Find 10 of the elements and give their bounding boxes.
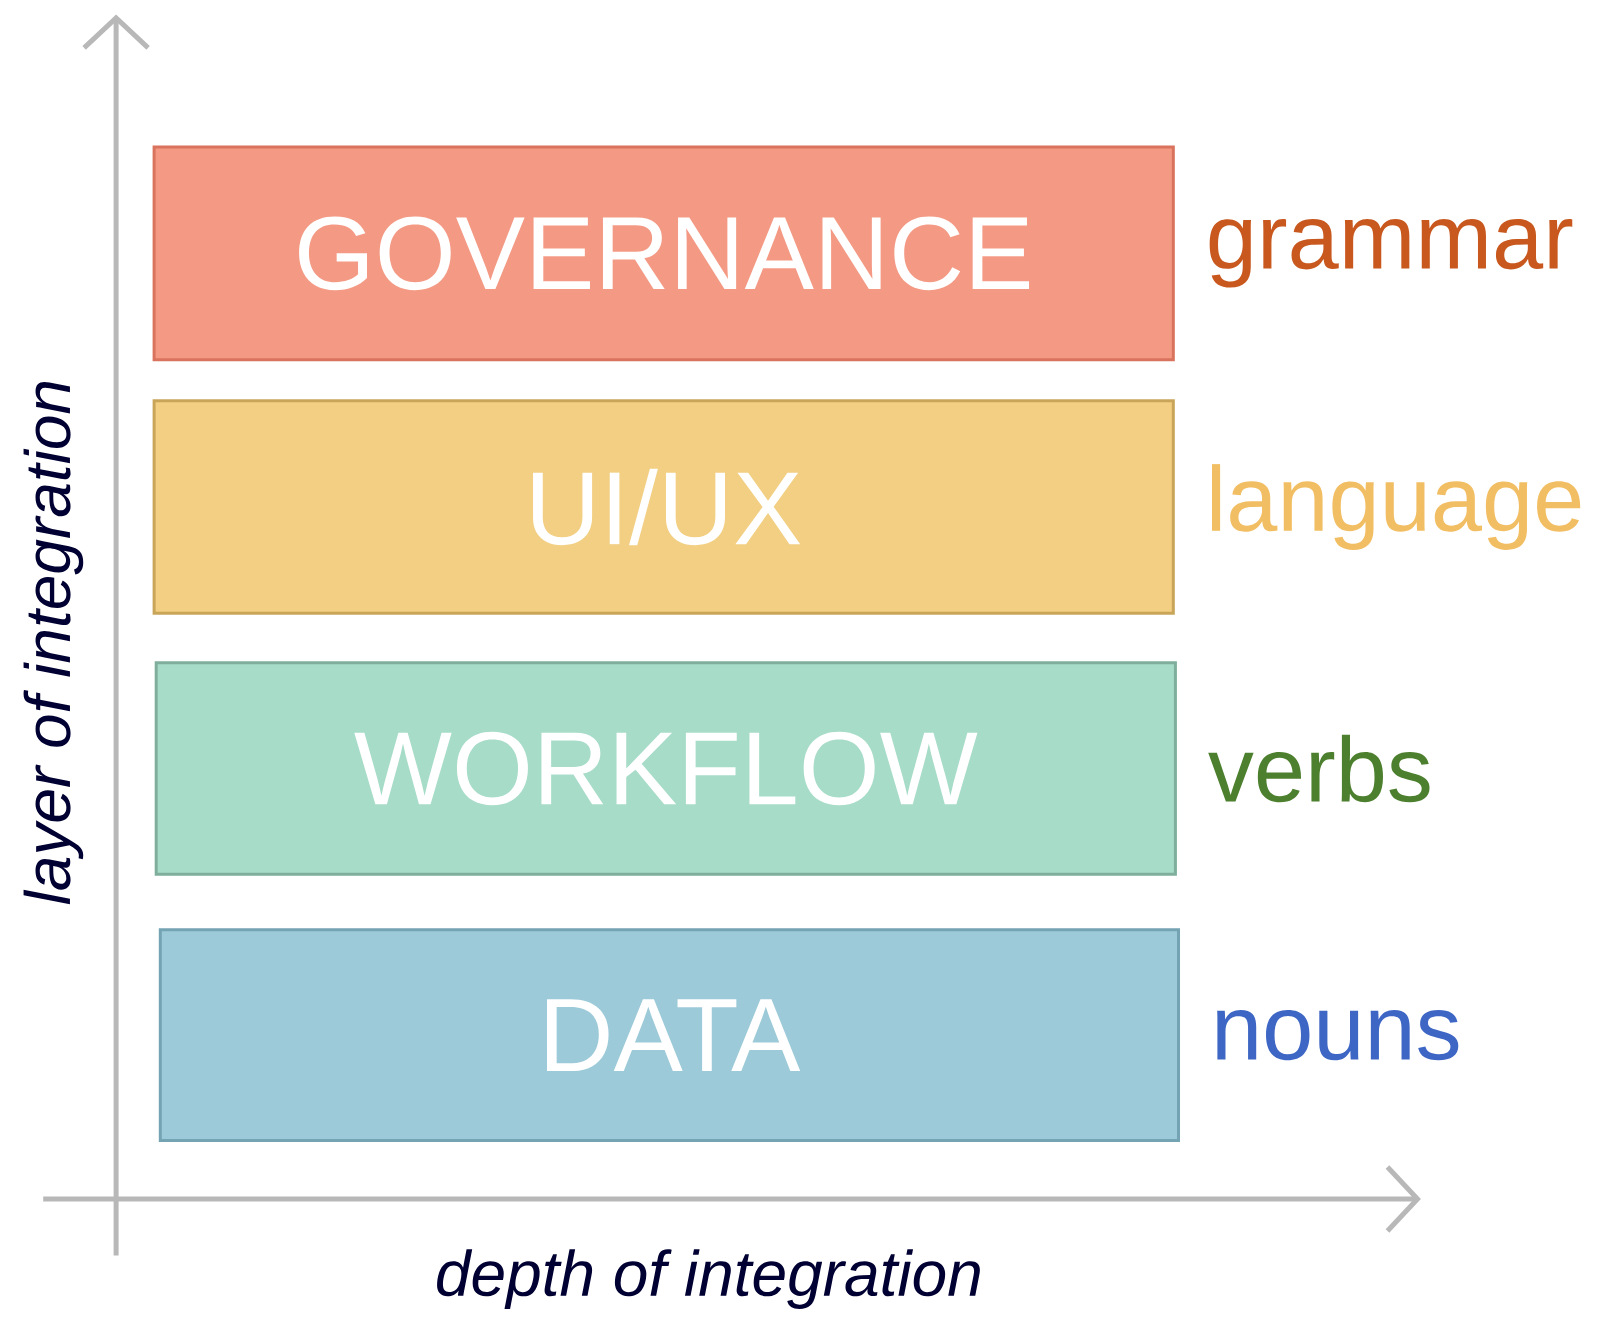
layer-band: DATA [158,928,1180,1142]
layer-band: GOVERNANCE [152,145,1175,362]
layer-band: WORKFLOW [154,661,1177,876]
axis-label: layer of integration [23,381,84,905]
side-label: language [1212,464,1581,550]
side-label: verbs [1208,734,1430,803]
axis-label: depth of integration [437,1249,980,1309]
side-label: nouns [1217,1009,1459,1061]
layer-band: UI/UX [152,399,1175,615]
side-label: grammar [1209,219,1573,288]
